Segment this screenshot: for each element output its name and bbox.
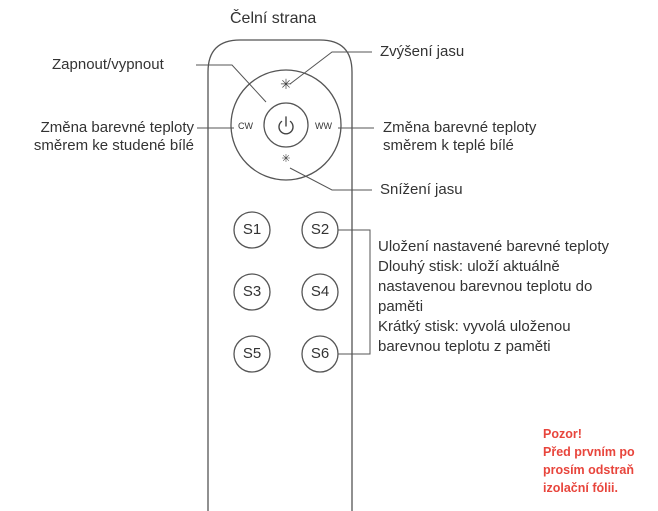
key-s4 <box>301 273 339 311</box>
power-button <box>263 102 309 148</box>
warning-title: Pozor! <box>543 427 582 441</box>
callout-scenes-line4: paměti <box>378 298 424 315</box>
callout-ww-line2: směrem k teplé bílé <box>383 137 514 154</box>
callout-cw-line1: Změna barevné teploty <box>40 119 194 136</box>
warning-box: Pozor! Před prvním po prosím odstraň izo… <box>543 425 658 497</box>
key-s2-label[interactable]: S2 <box>310 221 330 238</box>
callout-scenes-line1: Uložení nastavené barevné teploty <box>378 238 609 255</box>
callout-scenes-line5: Krátký stisk: vyvolá uloženou <box>378 318 571 335</box>
leader-scenes <box>338 229 371 355</box>
callout-power: Zapnout/vypnout <box>52 56 164 73</box>
callout-brightness-down: Snížení jasu <box>380 181 463 198</box>
page-title: Čelní strana <box>230 10 317 27</box>
key-s4-label[interactable]: S4 <box>310 283 330 300</box>
callout-scenes-line2: Dlouhý stisk: uloží aktuálně <box>378 258 560 275</box>
callout-scenes-line3: nastavenou barevnou teplotu do <box>378 278 593 295</box>
brightness-down-icon[interactable]: ✳ <box>281 153 291 165</box>
control-ring <box>230 69 342 181</box>
warning-line1: Před prvním po <box>543 445 635 459</box>
key-s3 <box>233 273 271 311</box>
leader-bright-down <box>289 167 372 191</box>
brightness-up-icon[interactable]: ✳ <box>280 76 292 92</box>
callout-ww-line1: Změna barevné teploty <box>383 119 537 136</box>
leader-bright-up <box>289 51 372 85</box>
callout-cw-line2: směrem ke studené bílé <box>33 137 194 154</box>
power-icon <box>278 116 294 135</box>
callout-brightness-up: Zvýšení jasu <box>380 43 465 60</box>
key-s6-label[interactable]: S6 <box>310 345 330 362</box>
key-s5 <box>233 335 271 373</box>
key-s1 <box>233 211 271 249</box>
ww-button[interactable]: WW <box>315 121 332 131</box>
leader-power <box>196 64 267 103</box>
remote-body <box>207 39 353 511</box>
key-s1-label[interactable]: S1 <box>242 221 262 238</box>
warning-line3: izolační fólii. <box>543 481 619 495</box>
callout-scenes-line6: barevnou teplotu z paměti <box>378 338 551 355</box>
warning-line2: prosím odstraň <box>543 463 634 477</box>
cw-button[interactable]: CW <box>238 121 253 131</box>
key-s5-label[interactable]: S5 <box>242 345 262 362</box>
key-s3-label[interactable]: S3 <box>242 283 262 300</box>
